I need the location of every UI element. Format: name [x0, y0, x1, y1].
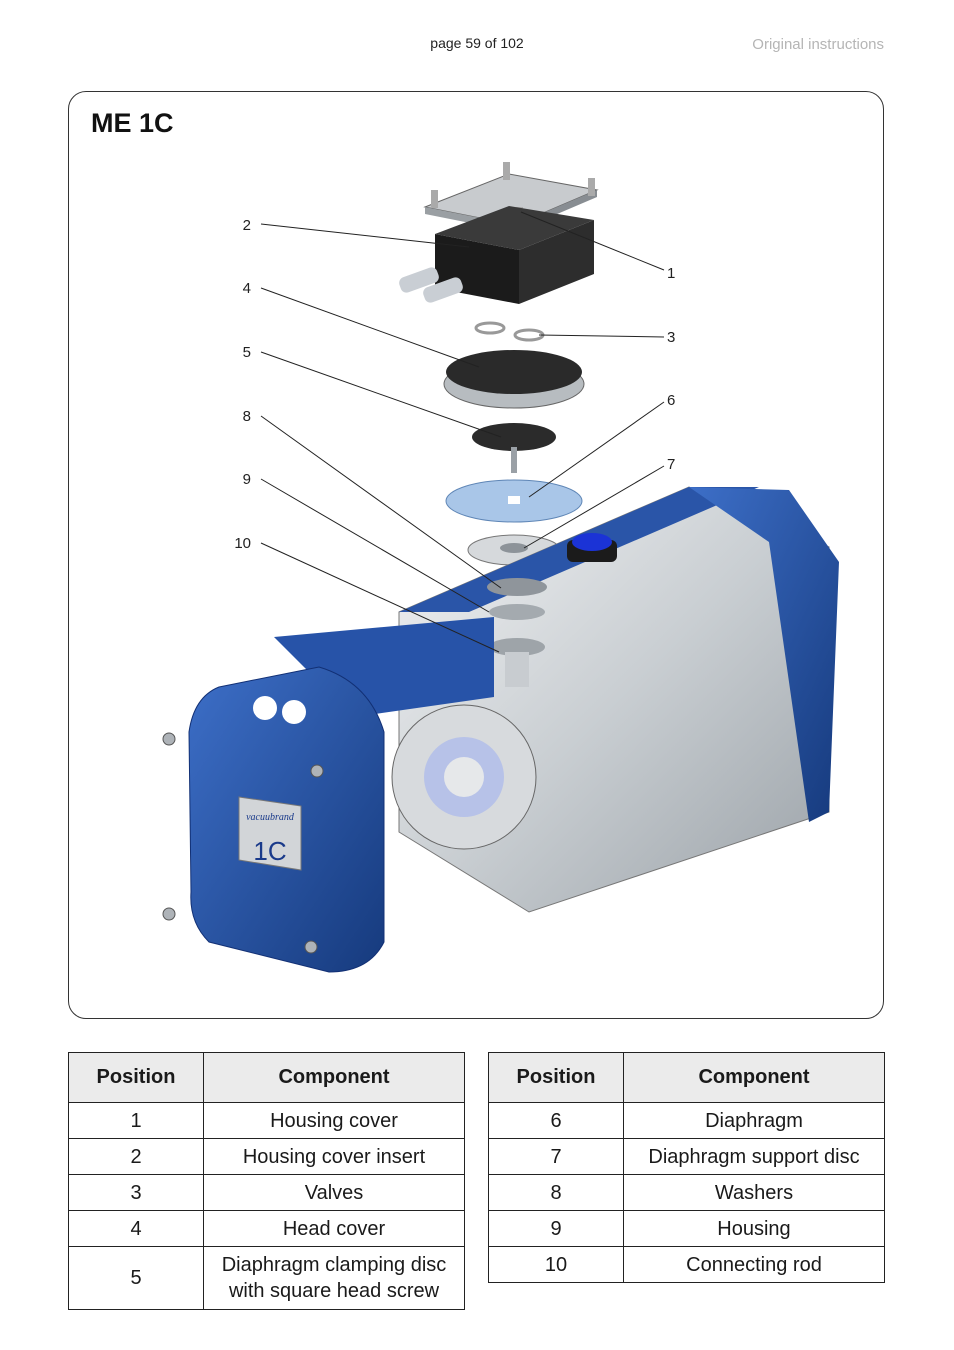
model-badge-text: 1C: [253, 836, 286, 866]
cell-position: 10: [488, 1246, 624, 1283]
cell-component: Housing cover insert: [203, 1138, 465, 1175]
cell-component: Diaphragm: [623, 1102, 885, 1139]
cell-component: Housing cover: [203, 1102, 465, 1139]
table-row: 3 Valves: [68, 1174, 465, 1211]
component-line-2: with square head screw: [228, 1280, 440, 1302]
cell-position: 3: [68, 1174, 204, 1211]
head-cover: [443, 350, 585, 409]
parts-table-right: Position Component 6 Diaphragm 7 Diaphra…: [488, 1052, 885, 1283]
cell-position: 7: [488, 1138, 624, 1175]
connecting-rod: [489, 638, 545, 687]
callout-5: 5: [243, 344, 251, 361]
cell-position: 9: [488, 1210, 624, 1247]
header-component: Component: [623, 1052, 885, 1103]
table-row: 7 Diaphragm support disc: [488, 1138, 885, 1175]
callout-leaders: [260, 211, 665, 653]
document-label: Original instructions: [752, 36, 884, 53]
screws: [162, 732, 324, 954]
table-row: 8 Washers: [488, 1174, 885, 1211]
page-number: page 59 of 102: [430, 35, 524, 51]
housing-cover-insert: [399, 206, 594, 304]
table-row: 4 Head cover: [68, 1210, 465, 1247]
cell-position: 8: [488, 1174, 624, 1211]
callout-3: 3: [667, 329, 675, 346]
callout-7: 7: [667, 456, 675, 473]
washers: [487, 578, 547, 620]
component-line-1: Diaphragm clamping disc: [221, 1254, 447, 1276]
table-header-row: Position Component: [488, 1052, 885, 1103]
cell-position: 2: [68, 1138, 204, 1175]
callout-9: 9: [243, 471, 251, 488]
header-position: Position: [488, 1052, 624, 1103]
diaphragm: [445, 479, 583, 523]
table-row: 1 Housing cover: [68, 1102, 465, 1139]
figure-title: ME 1C: [91, 108, 174, 138]
cell-position: 1: [68, 1102, 204, 1139]
table-row: 10 Connecting rod: [488, 1246, 885, 1283]
cell-component: Washers: [623, 1174, 885, 1211]
header-component: Component: [203, 1052, 465, 1103]
cell-component: Connecting rod: [623, 1246, 885, 1283]
front-end-cover: vacuubrand 1C: [188, 617, 494, 973]
header-position: Position: [68, 1052, 204, 1103]
cell-component: Diaphragm support disc: [623, 1138, 885, 1175]
cell-position: 5: [68, 1246, 204, 1310]
diaphragm-clamping-disc: [472, 423, 556, 473]
table-row: 6 Diaphragm: [488, 1102, 885, 1139]
cell-position: 6: [488, 1102, 624, 1139]
callout-4: 4: [243, 280, 251, 297]
cell-component: Housing: [623, 1210, 885, 1247]
exploded-view-figure: ME 1C: [68, 91, 884, 1019]
brand-badge-text: vacuubrand: [246, 812, 295, 823]
callout-10: 10: [234, 535, 251, 552]
parts-table-left: Position Component 1 Housing cover 2 Hou…: [68, 1052, 465, 1310]
callout-6: 6: [667, 392, 675, 409]
callout-2: 2: [243, 217, 251, 234]
cell-component: Valves: [203, 1174, 465, 1211]
table-row: 2 Housing cover insert: [68, 1138, 465, 1175]
cell-position: 4: [68, 1210, 204, 1247]
table-header-row: Position Component: [68, 1052, 465, 1103]
table-row: 9 Housing: [488, 1210, 885, 1247]
valves: [474, 321, 545, 342]
callout-8: 8: [243, 408, 251, 425]
table-row: 5 Diaphragm clamping disc with square he…: [68, 1246, 465, 1310]
pump-illustration: vacuubrand 1C 2 4 5 8 9 10: [162, 162, 839, 973]
cell-component: Head cover: [203, 1210, 465, 1247]
cell-component: Diaphragm clamping disc with square head…: [203, 1246, 465, 1310]
callout-1: 1: [667, 265, 675, 282]
